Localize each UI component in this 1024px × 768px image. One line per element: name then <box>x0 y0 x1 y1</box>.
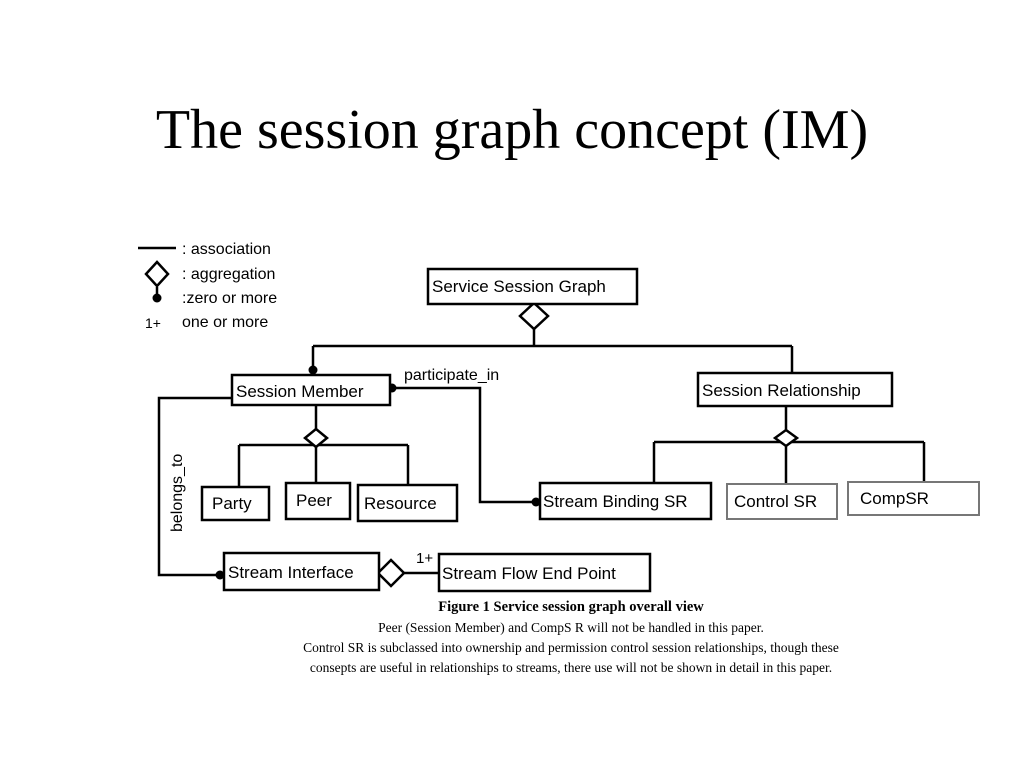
legend-aggregation-diamond <box>144 260 170 288</box>
legend-one-more-label: one or more <box>182 314 268 331</box>
edge-belongs-to-label: belongs_to <box>169 454 186 532</box>
node-service-session-graph-label: Service Session Graph <box>432 277 606 296</box>
node-stream-binding-sr: Stream Binding SR <box>538 481 713 521</box>
node-peer: Peer <box>284 481 352 521</box>
legend-aggregation-label: : aggregation <box>182 266 275 283</box>
figure-caption: Figure 1 Service session graph overall v… <box>303 599 839 675</box>
node-resource: Resource <box>356 483 459 523</box>
participate-in-line <box>393 386 540 504</box>
node-party: Party <box>200 485 271 522</box>
legend-zero-more-label: :zero or more <box>182 290 277 307</box>
belongs-to-line <box>157 396 232 577</box>
node-compsr-label: CompSR <box>860 489 929 508</box>
node-stream-binding-sr-label: Stream Binding SR <box>543 492 688 511</box>
sr-aggregation-diamond <box>772 428 800 448</box>
node-stream-interface-label: Stream Interface <box>228 563 354 582</box>
participate-in-dot-end <box>531 497 541 507</box>
si-aggregation-diamond <box>376 558 406 588</box>
node-session-member: Session Member <box>230 373 392 407</box>
node-party-label: Party <box>212 494 252 513</box>
legend-one-more-symbol: 1+ <box>145 315 161 331</box>
caption-figure-title: Figure 1 Service session graph overall v… <box>438 599 704 615</box>
connectors <box>157 328 926 577</box>
node-stream-flow-end-point-label: Stream Flow End Point <box>442 564 616 583</box>
node-stream-interface: Stream Interface <box>222 551 381 592</box>
node-session-relationship: Session Relationship <box>696 371 894 408</box>
node-control-sr-label: Control SR <box>734 492 817 511</box>
belongs-to-dot <box>215 570 225 580</box>
ssg-aggregation-diamond <box>518 301 550 331</box>
caption-line-3: consepts are useful in relationships to … <box>310 660 832 675</box>
caption-line-2: Control SR is subclassed into ownership … <box>303 640 839 655</box>
node-stream-flow-end-point: Stream Flow End Point <box>437 552 652 593</box>
node-service-session-graph: Service Session Graph <box>426 267 639 306</box>
node-session-member-label: Session Member <box>236 382 364 401</box>
node-resource-label: Resource <box>364 494 437 513</box>
legend-association-label: : association <box>182 241 271 258</box>
slide-title: The session graph concept (IM) <box>155 99 869 161</box>
node-compsr: CompSR <box>847 481 980 516</box>
edge-multiplicity-label: 1+ <box>416 550 433 567</box>
caption-line-1: Peer (Session Member) and CompS R will n… <box>378 620 764 635</box>
sm-aggregation-diamond <box>303 427 329 449</box>
node-peer-label: Peer <box>296 491 332 510</box>
legend: : association : aggregation :zero or mor… <box>138 241 277 331</box>
legend-zero-more-dot <box>152 293 162 303</box>
node-control-sr: Control SR <box>726 483 838 520</box>
ssg-sm-dot <box>308 365 318 375</box>
edge-participate-in-label: participate_in <box>404 367 499 384</box>
node-session-relationship-label: Session Relationship <box>702 381 861 400</box>
